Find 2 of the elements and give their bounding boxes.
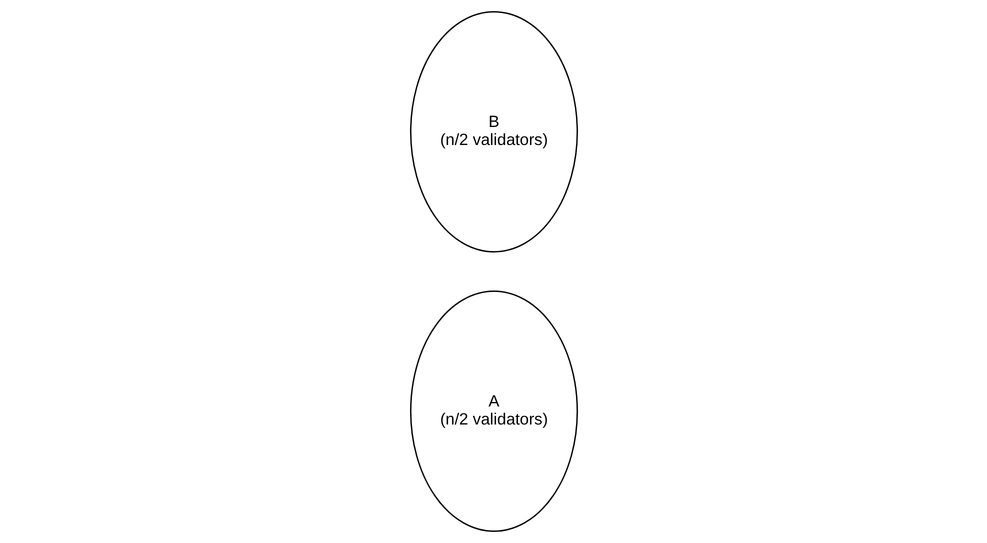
node-ellipse: B (n/2 validators)	[410, 11, 578, 252]
node-ellipse: A (n/2 validators)	[410, 290, 578, 532]
